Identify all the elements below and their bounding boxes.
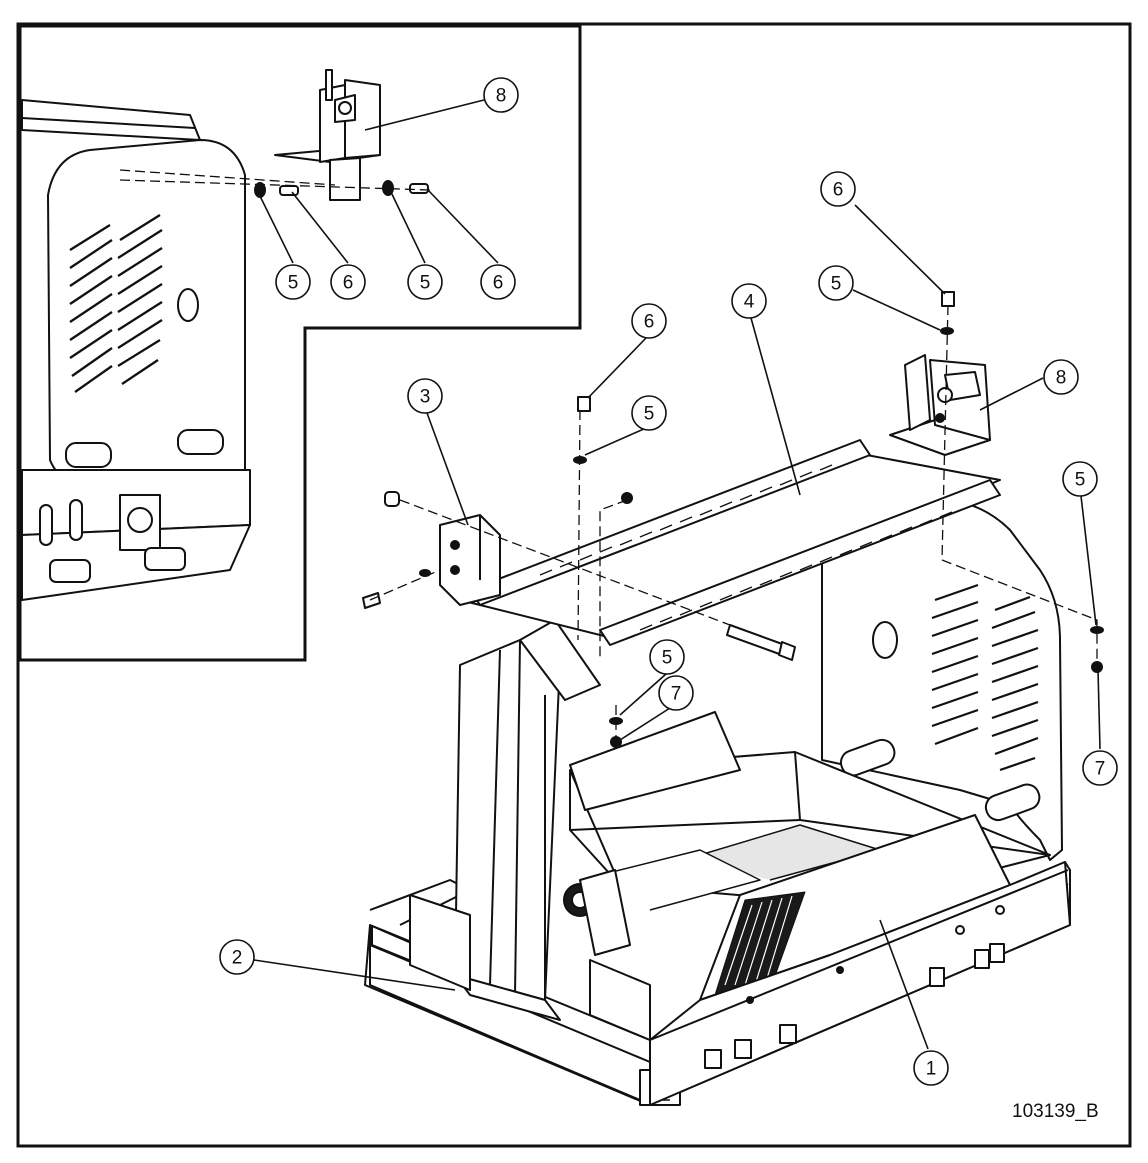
- callout-8-main: 8: [1043, 359, 1079, 395]
- svg-text:5: 5: [662, 648, 673, 669]
- leader-lines: [253, 99, 1101, 1050]
- top-rails: [459, 439, 1001, 646]
- hardware: [362, 291, 1104, 748]
- rail-slots: [539, 464, 953, 631]
- svg-text:3: 3: [420, 387, 431, 408]
- svg-text:6: 6: [343, 273, 354, 294]
- long-bolt: [726, 624, 796, 661]
- svg-text:5: 5: [831, 274, 842, 295]
- svg-text:5: 5: [420, 273, 431, 294]
- svg-text:6: 6: [833, 180, 844, 201]
- svg-text:7: 7: [1095, 759, 1106, 780]
- svg-text:5: 5: [288, 273, 299, 294]
- svg-text:5: 5: [1075, 470, 1086, 491]
- svg-text:6: 6: [493, 273, 504, 294]
- svg-text:6: 6: [644, 312, 655, 333]
- svg-text:8: 8: [496, 86, 507, 107]
- callout-5-center: 5: [631, 395, 667, 431]
- callout-2: 2: [219, 939, 255, 975]
- vent-slots: [931, 583, 1039, 772]
- callout-5-lower: 5: [649, 639, 685, 675]
- front-upright: [409, 619, 651, 1041]
- center-lines: [369, 304, 1098, 745]
- callout-5-right: 5: [1062, 461, 1098, 497]
- callout-5-top-right: 5: [818, 265, 854, 301]
- drawing-number: 103139_B: [1012, 1101, 1099, 1122]
- callout-1: 1: [913, 1050, 949, 1086]
- latch-bracket-item-8: [889, 354, 991, 456]
- side-panel: [821, 499, 1063, 861]
- svg-text:8: 8: [1056, 368, 1067, 389]
- callout-7-lower: 7: [658, 675, 694, 711]
- bracket-item-3: [439, 514, 501, 606]
- callout-6-center: 6: [631, 303, 667, 339]
- inset-detail: [18, 24, 582, 662]
- callout-5-inset-a: 5: [275, 264, 311, 300]
- svg-text:7: 7: [671, 684, 682, 705]
- callout-7-right: 7: [1082, 750, 1118, 786]
- callout-4: 4: [731, 283, 767, 319]
- inset-vent-slots: [69, 214, 163, 393]
- callout-6-inset-b: 6: [480, 264, 516, 300]
- svg-text:2: 2: [232, 948, 243, 969]
- callout-6-inset-a: 6: [330, 264, 366, 300]
- svg-text:4: 4: [744, 292, 755, 313]
- callout-5-inset-b: 5: [407, 264, 443, 300]
- svg-text:5: 5: [644, 404, 655, 425]
- front-cover: [649, 814, 1071, 1106]
- callout-6-top-right: 6: [820, 171, 856, 207]
- callout-8-inset: 8: [483, 77, 519, 113]
- svg-text:1: 1: [926, 1059, 937, 1080]
- callout-3: 3: [407, 378, 443, 414]
- main-assembly: [362, 291, 1104, 1106]
- mount-tabs: [704, 943, 1005, 1069]
